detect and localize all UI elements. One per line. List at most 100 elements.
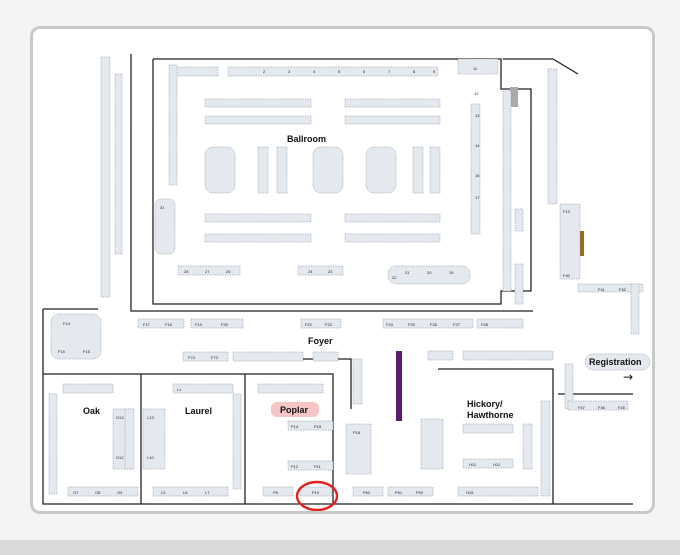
booth-p11: P11: [314, 464, 322, 469]
booth-l7: L7: [205, 490, 210, 495]
booth-22: 22: [392, 275, 397, 280]
booth-f24: F24: [386, 322, 394, 327]
booth-f18: F18: [165, 322, 173, 327]
booth-p12: P12: [291, 464, 299, 469]
ballroom-booths: 31 13 14 16 17 12: [154, 64, 524, 305]
laurel-room-label: Laurel: [185, 406, 212, 416]
booth-p18: P18: [353, 430, 361, 435]
foyer-booths: F17 F18 F19 F20 F22 F23 F24 F25 F26 F27 …: [50, 313, 524, 360]
booth-13: 13: [475, 113, 480, 118]
booth-p91: P91: [395, 490, 403, 495]
bottom-bar: [0, 540, 680, 555]
booth-f14: F14: [63, 321, 71, 326]
booth-5: 5: [338, 69, 341, 74]
booth-21: 21: [405, 270, 410, 275]
booth-17: 17: [475, 195, 480, 200]
booth-20: 20: [427, 270, 432, 275]
booth-f46: F46: [598, 405, 606, 410]
booth-o9: O9: [117, 490, 123, 495]
floor-plan: 2 3 4 5 6 7 8 9 11 31 13 14 16 17: [42, 54, 651, 511]
map-frame: 2 3 4 5 6 7 8 9 11 31 13 14 16 17: [30, 26, 655, 514]
booth-11: 11: [473, 66, 478, 71]
booth-24: 24: [308, 269, 313, 274]
booth-f13: F13: [563, 209, 571, 214]
booth-l10: L10: [147, 455, 154, 460]
booth-2: 2: [263, 69, 266, 74]
booth-f27: F27: [453, 322, 461, 327]
booth-l6: L6: [183, 490, 188, 495]
booth-p6: P6: [273, 490, 279, 495]
ballroom-walls: [130, 54, 579, 312]
hawthorne-room-label: Hawthorne: [467, 410, 514, 420]
oak-room-label: Oak: [83, 406, 101, 416]
booth-8: 8: [413, 69, 416, 74]
booth-26: 26: [226, 269, 231, 274]
laurel-room-booths: L1 L13 L10 L5 L6 L7: [142, 383, 242, 497]
booth-o7: O7: [73, 490, 79, 495]
booth-l5: L5: [161, 490, 166, 495]
booth-f40: F40: [563, 273, 571, 278]
booth-9: 9: [433, 69, 436, 74]
booth-28: 28: [184, 269, 189, 274]
booth-h12: H12: [493, 462, 501, 467]
booth-f73: F73: [211, 355, 219, 360]
mid-row-booths: F74 F73 F47 F46 F45: [182, 350, 651, 497]
poplar-highlight: [271, 402, 319, 417]
lower-walls: [42, 308, 633, 505]
poplar-room-booths: P14 P15 P12 P11 P18 P6 P10 P62 P91 P92: [257, 383, 434, 497]
booth-p62: P62: [363, 490, 371, 495]
booth-14: 14: [475, 143, 480, 148]
booth-7: 7: [388, 69, 391, 74]
booth-f45: F45: [618, 405, 626, 410]
purple-pillar: [396, 351, 402, 421]
booth-h15: H15: [466, 490, 474, 495]
highlight-circle: [295, 480, 339, 511]
oak-room-booths: O13 O12 O7 O8 O9: [48, 383, 139, 497]
booth-f20: F20: [221, 322, 229, 327]
booth-f15: F15: [58, 349, 66, 354]
booth-31: 31: [160, 205, 165, 210]
poplar-room-label: Poplar: [280, 405, 309, 415]
booth-row-top: 2 3 4 5 6 7 8 9 11: [172, 58, 499, 77]
foyer-label: Foyer: [308, 336, 333, 346]
hickory-room-booths: H11 H12 H15: [420, 418, 539, 497]
booth-f28: F28: [481, 322, 489, 327]
booth-p14: P14: [291, 424, 299, 429]
booth-f41: F41: [598, 287, 606, 292]
booth-f19: F19: [195, 322, 203, 327]
booth-f74: F74: [188, 355, 196, 360]
booth-f17: F17: [143, 322, 151, 327]
booth-f47: F47: [578, 405, 586, 410]
booth-6: 6: [363, 69, 366, 74]
booth-f26: F26: [430, 322, 438, 327]
booth-l13: L13: [147, 415, 154, 420]
right-booth-columns: F13 F40 F41 F42: [547, 68, 644, 335]
ballroom-bottom-booths: 28 27 26 24 23 21 20 19 22: [177, 90, 512, 292]
booth-p92: P92: [416, 490, 424, 495]
booth-f23: F23: [325, 322, 333, 327]
ballroom-label: Ballroom: [287, 134, 326, 144]
booth-f42: F42: [619, 287, 627, 292]
booth-f22: F22: [305, 322, 313, 327]
booth-12: 12: [474, 91, 479, 96]
arrow-right-icon: →: [623, 370, 633, 384]
registration-label: Registration: [589, 357, 642, 367]
booth-3: 3: [288, 69, 291, 74]
grey-marker: [510, 87, 518, 107]
hickory-room-label: Hickory/: [467, 399, 503, 409]
booth-o12: O12: [116, 455, 124, 460]
booth-4: 4: [313, 69, 316, 74]
left-booth-column: [100, 56, 123, 298]
booth-27: 27: [205, 269, 210, 274]
booth-o13: O13: [116, 415, 124, 420]
booth-23: 23: [328, 269, 333, 274]
booth-19: 19: [449, 270, 454, 275]
booth-o8: O8: [95, 490, 101, 495]
booth-l1: L1: [177, 387, 182, 392]
booth-16: 16: [475, 173, 480, 178]
booth-p10: P10: [312, 490, 320, 495]
booth-f25: F25: [408, 322, 416, 327]
booth-p15: P15: [314, 424, 322, 429]
booth-f16: F16: [83, 349, 91, 354]
booth-h11: H11: [469, 462, 477, 467]
